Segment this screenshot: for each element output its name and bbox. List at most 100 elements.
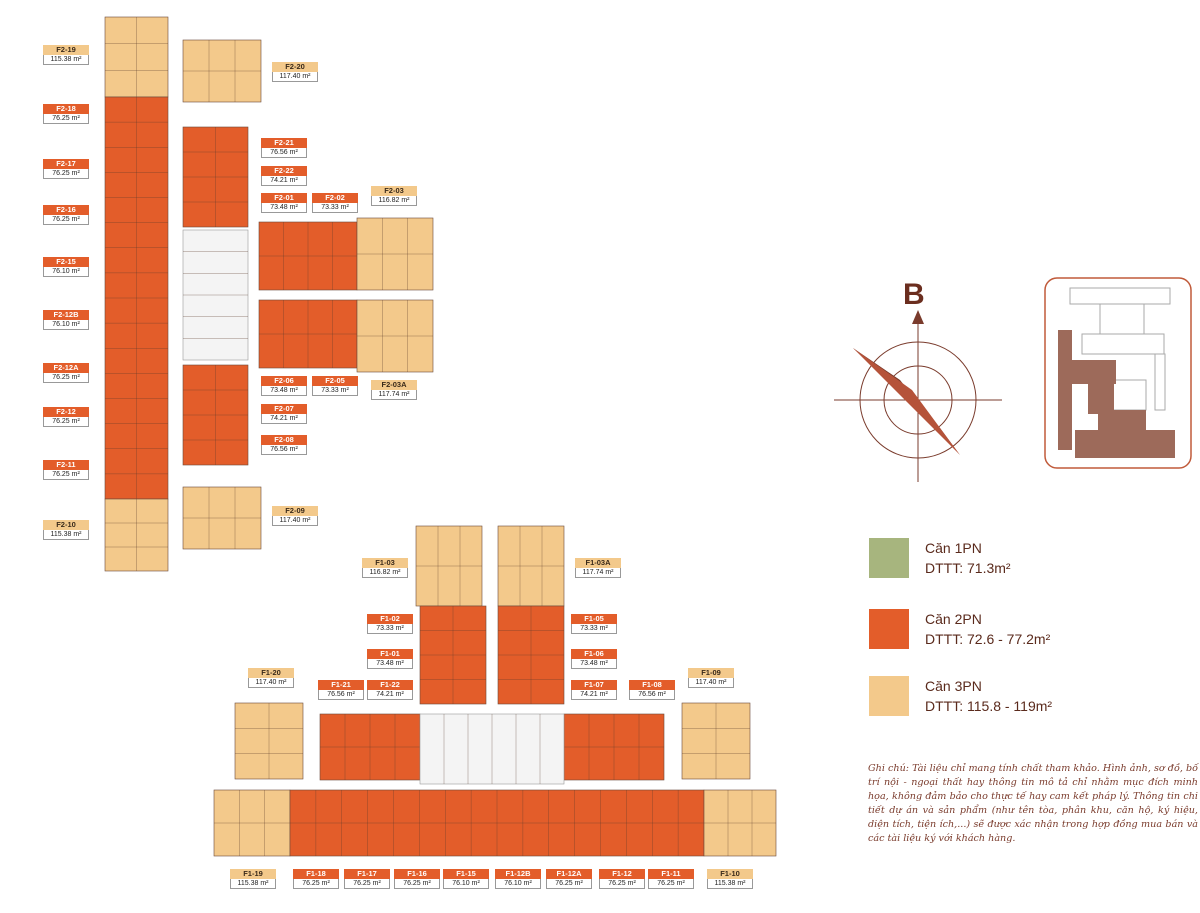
- unit-area: 76.56 m²: [261, 445, 307, 455]
- unit-area: 117.74 m²: [575, 568, 621, 578]
- unit-code: F2-12A: [43, 363, 89, 373]
- unit-area: 117.40 m²: [688, 678, 734, 688]
- legend-swatch-3pn: [869, 676, 909, 716]
- unit-area: 74.21 m²: [571, 690, 617, 700]
- unit-code: F1-03A: [575, 558, 621, 568]
- legend-area-2pn: DTTT: 72.6 - 77.2m²: [925, 631, 1051, 647]
- unit-area: 76.25 m²: [344, 879, 390, 889]
- legend-item-1pn: Căn 1PN DTTT: 71.3m²: [869, 538, 1011, 578]
- unit-area: 117.40 m²: [272, 72, 318, 82]
- unit-area: 74.21 m²: [367, 690, 413, 700]
- unit-code: F1-12: [599, 869, 645, 879]
- unit-code: F1-21: [318, 680, 364, 690]
- unit-area: 76.25 m²: [43, 417, 89, 427]
- unit-area: 76.25 m²: [546, 879, 592, 889]
- unit-code: F1-02: [367, 614, 413, 624]
- unit-area: 76.25 m²: [599, 879, 645, 889]
- unit-code: F2-18: [43, 104, 89, 114]
- legend-item-3pn: Căn 3PN DTTT: 115.8 - 119m²: [869, 676, 1052, 716]
- unit-area: 76.10 m²: [43, 320, 89, 330]
- unit-code: F2-15: [43, 257, 89, 267]
- unit-area: 76.25 m²: [43, 114, 89, 124]
- unit-area: 76.56 m²: [261, 148, 307, 158]
- legend-item-2pn: Căn 2PN DTTT: 72.6 - 77.2m²: [869, 609, 1050, 649]
- unit-code: F2-16: [43, 205, 89, 215]
- unit-code: F1-06: [571, 649, 617, 659]
- unit-area: 76.25 m²: [43, 373, 89, 383]
- unit-area: 74.21 m²: [261, 176, 307, 186]
- unit-code: F2-20: [272, 62, 318, 72]
- unit-area: 76.25 m²: [293, 879, 339, 889]
- unit-area: 73.48 m²: [367, 659, 413, 669]
- unit-code: F1-22: [367, 680, 413, 690]
- unit-area: 73.48 m²: [261, 203, 307, 213]
- unit-code: F2-01: [261, 193, 307, 203]
- unit-area: 73.33 m²: [312, 386, 358, 396]
- unit-code: F1-12A: [546, 869, 592, 879]
- unit-area: 115.38 m²: [230, 879, 276, 889]
- unit-code: F1-17: [344, 869, 390, 879]
- compass-letter: B: [903, 278, 925, 311]
- unit-code: F2-17: [43, 159, 89, 169]
- unit-area: 115.38 m²: [43, 55, 89, 65]
- unit-code: F2-09: [272, 506, 318, 516]
- unit-area: 76.10 m²: [495, 879, 541, 889]
- unit-area: 74.21 m²: [261, 414, 307, 424]
- unit-code: F2-02: [312, 193, 358, 203]
- building-blocks: [104, 16, 777, 857]
- unit-area: 73.33 m²: [367, 624, 413, 634]
- unit-code: F1-03: [362, 558, 408, 568]
- unit-area: 76.25 m²: [43, 169, 89, 179]
- unit-area: 73.48 m²: [261, 386, 307, 396]
- unit-area: 116.82 m²: [362, 568, 408, 578]
- unit-code: F2-05: [312, 376, 358, 386]
- unit-code: F1-08: [629, 680, 675, 690]
- unit-code: F1-10: [707, 869, 753, 879]
- unit-area: 76.25 m²: [648, 879, 694, 889]
- unit-code: F1-05: [571, 614, 617, 624]
- unit-area: 76.25 m²: [43, 215, 89, 225]
- unit-area: 117.40 m²: [272, 516, 318, 526]
- unit-area: 115.38 m²: [43, 530, 89, 540]
- unit-area: 116.82 m²: [371, 196, 417, 206]
- unit-area: 73.33 m²: [571, 624, 617, 634]
- unit-code: F1-18: [293, 869, 339, 879]
- unit-area: 117.74 m²: [371, 390, 417, 400]
- unit-code: F1-16: [394, 869, 440, 879]
- unit-code: F2-19: [43, 45, 89, 55]
